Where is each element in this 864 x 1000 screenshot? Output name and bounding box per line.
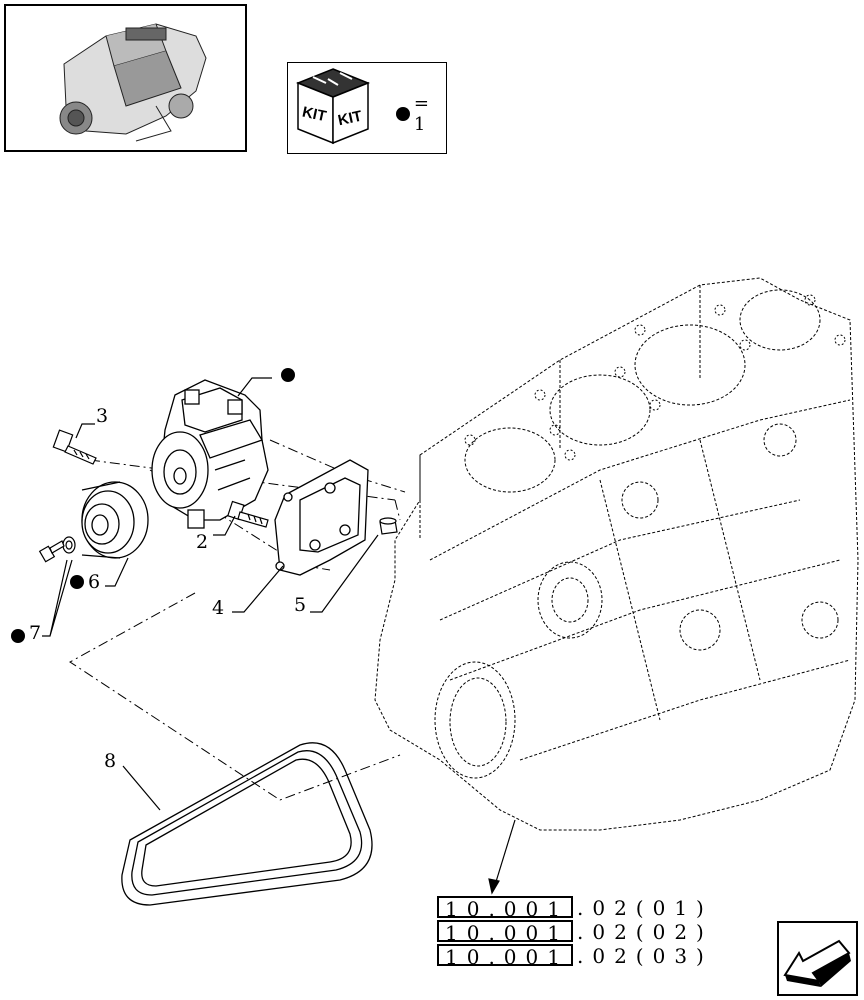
engine-block — [374, 277, 859, 831]
reference-code[interactable]: 10.001 — [437, 944, 573, 968]
kit-dot-icon — [396, 107, 410, 121]
kit-label-left: KIT — [301, 103, 328, 125]
bolt-part-3 — [52, 429, 97, 465]
callout-8: 8 — [104, 750, 117, 772]
reference-code[interactable]: 10.001 — [437, 920, 573, 944]
reference-link[interactable]: 10.001 .02(03) — [437, 944, 713, 968]
reference-suffix: .02(02) — [576, 920, 713, 944]
belt-part-8 — [121, 742, 373, 906]
part-7-kit-dot-icon — [11, 629, 25, 643]
bracket-part-4 — [274, 459, 369, 576]
callout-5: 5 — [294, 594, 307, 616]
callout-4: 4 — [212, 597, 225, 619]
reference-suffix: .02(03) — [576, 944, 713, 968]
ac-compressor — [151, 379, 269, 529]
kit-box-icon: KIT KIT — [295, 68, 371, 145]
callout-2: 2 — [196, 531, 209, 553]
kit-label-right: KIT — [336, 108, 363, 130]
spacer-part-5 — [379, 517, 398, 535]
reference-link[interactable]: 10.001 .02(01) — [437, 896, 713, 920]
bolt-washer-part-7 — [38, 536, 76, 563]
back-arrow-icon — [783, 939, 851, 987]
callout-7: 7 — [29, 622, 42, 644]
kit-equation: = 1 — [396, 93, 446, 135]
bolt-part-2 — [227, 500, 269, 528]
reference-suffix: .02(01) — [576, 896, 713, 920]
reference-code[interactable]: 10.001 — [437, 896, 573, 920]
reference-table: 10.001 .02(01) 10.001 .02(02) 10.001 .02… — [437, 896, 713, 968]
callout-3: 3 — [96, 405, 109, 427]
engine-illustration — [59, 23, 207, 142]
kit-equals-text: = 1 — [413, 93, 430, 135]
back-arrow-button[interactable] — [777, 921, 858, 996]
reference-link[interactable]: 10.001 .02(02) — [437, 920, 713, 944]
leader-lines — [42, 377, 516, 895]
callout-6: 6 — [88, 571, 101, 593]
engine-thumbnail — [4, 4, 247, 152]
part-6-kit-dot-icon — [70, 575, 84, 589]
pulley-part-6 — [81, 481, 149, 559]
compressor-kit-dot-icon — [281, 368, 295, 382]
kit-legend: KIT KIT = 1 — [287, 62, 447, 154]
